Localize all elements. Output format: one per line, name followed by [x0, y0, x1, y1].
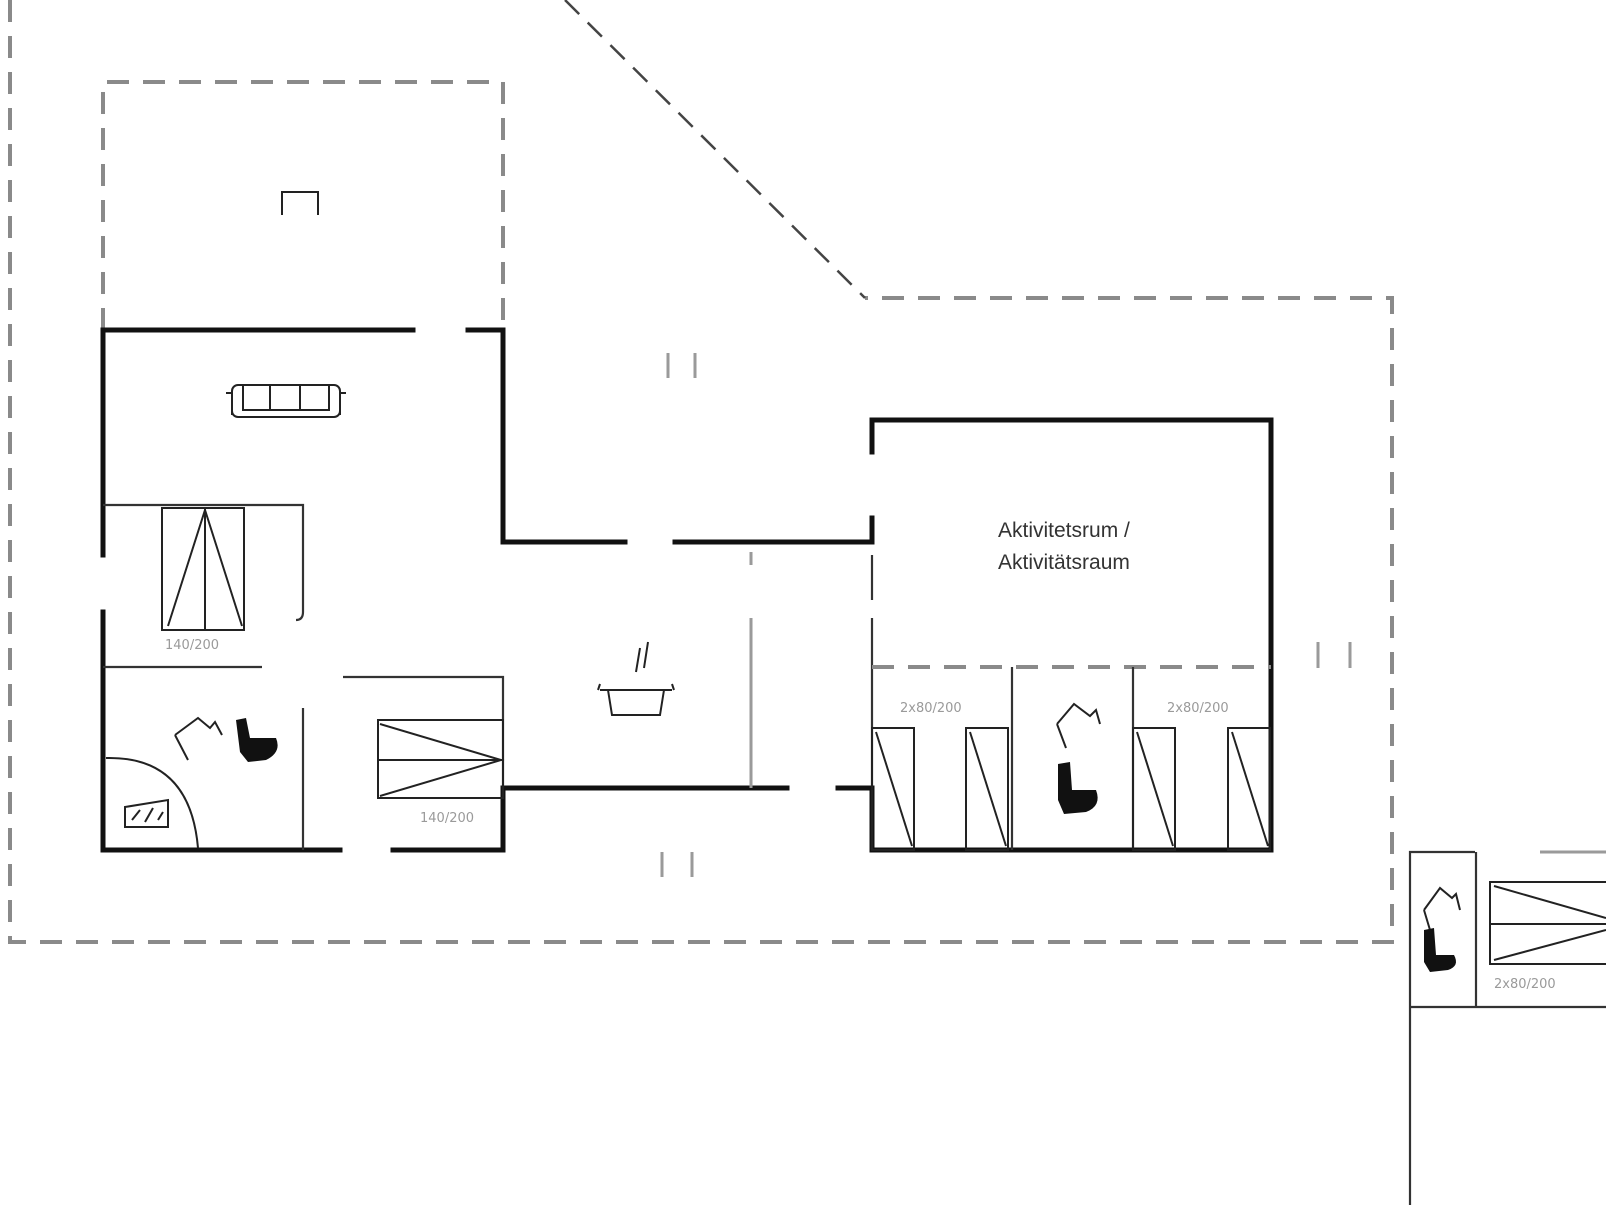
house-walls — [100, 327, 1274, 853]
annex-walls — [1408, 850, 1606, 1205]
bed-size-label: 2x80/200 — [1494, 977, 1556, 992]
toilet-icon — [236, 718, 278, 762]
bed-icon — [1489, 881, 1606, 965]
bed-size-label: 2x80/200 — [900, 701, 962, 716]
sofa-icon — [226, 384, 346, 418]
terrace-outline — [8, 0, 1394, 944]
sink-icon — [1423, 886, 1461, 931]
bed-icon — [377, 719, 505, 799]
bed-size-label: 140/200 — [420, 811, 474, 826]
bed-icon — [161, 506, 245, 631]
room-label: Aktivitätsraum — [998, 551, 1130, 574]
bed-icon — [871, 727, 1009, 851]
kitchen-pot-icon — [597, 641, 675, 716]
bed-size-label: 140/200 — [165, 638, 219, 653]
sink-icon — [1056, 702, 1101, 749]
sink-icon — [174, 716, 223, 761]
bed-size-label: 2x80/200 — [1167, 701, 1229, 716]
bed-icon — [1132, 727, 1271, 851]
room-label: Aktivitetsrum / — [998, 519, 1130, 542]
toilet-icon — [1424, 928, 1456, 972]
chimney-icon — [281, 191, 319, 215]
toilet-icon — [1058, 762, 1098, 814]
shower-icon — [105, 756, 199, 849]
window-marks — [660, 353, 1352, 877]
